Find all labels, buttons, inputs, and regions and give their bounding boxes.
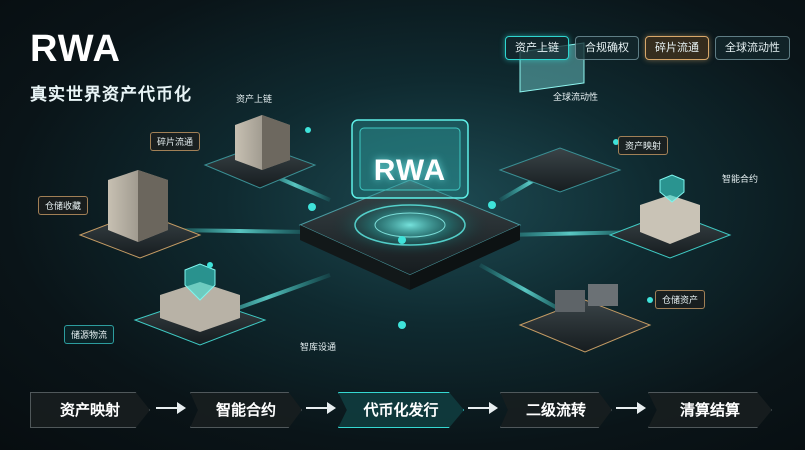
label-warehouse-receipt: 仓储收藏 [38,196,89,215]
flow-step-asset-mapping[interactable]: 资产映射 [30,392,150,428]
flow-step-clearing-settlement[interactable]: 清算结算 [648,392,772,428]
label-fragment-circulation: 碎片流通 [150,132,201,151]
asset-building-top-left [203,115,317,189]
tab-global-liquidity[interactable]: 全球流动性 [715,36,790,60]
node-dots [207,127,653,329]
tab-asset-onchain[interactable]: 资产上链 [505,36,569,60]
security-platform-bottom-left [133,263,267,346]
asset-building-left [78,170,202,259]
tab-fragment-circulation[interactable]: 碎片流通 [645,36,709,60]
feature-tabs: 资产上链 合规确权 碎片流通 全球流动性 [505,36,790,60]
warehouse-platform-bottom-right [518,284,652,353]
flow-arrow-1 [156,402,186,414]
process-flow: 资产映射 智能合约 代币化发行 二级流转 清算结算 [0,392,805,432]
tab-compliance[interactable]: 合规确权 [575,36,639,60]
flow-arrow-2 [306,402,336,414]
label-asset-mapping: 资产映射 [618,136,669,155]
label-warehouse-asset: 仓储资产 [655,290,706,309]
label-smart-setup: 智库设通 [300,343,337,353]
core-label: RWA [373,154,447,187]
flow-step-tokenized-issuance[interactable]: 代币化发行 [338,392,464,428]
document-platform-top-right [498,42,622,193]
flow-arrow-4 [616,402,646,414]
label-asset-onchain: 资产上链 [236,95,273,105]
flow-arrow-3 [468,402,498,414]
flow-step-secondary-circulation[interactable]: 二级流转 [500,392,612,428]
label-storage-logistics: 储源物流 [64,325,115,344]
central-hub [298,119,522,290]
page-title: RWA [30,28,121,70]
contract-platform-right [608,174,732,259]
flow-step-smart-contract[interactable]: 智能合约 [190,392,302,428]
label-global-liquidity: 全球流动性 [553,93,599,103]
page-subtitle: 真实世界资产代币化 [30,85,192,105]
label-smart-contract: 智能合约 [722,175,759,185]
